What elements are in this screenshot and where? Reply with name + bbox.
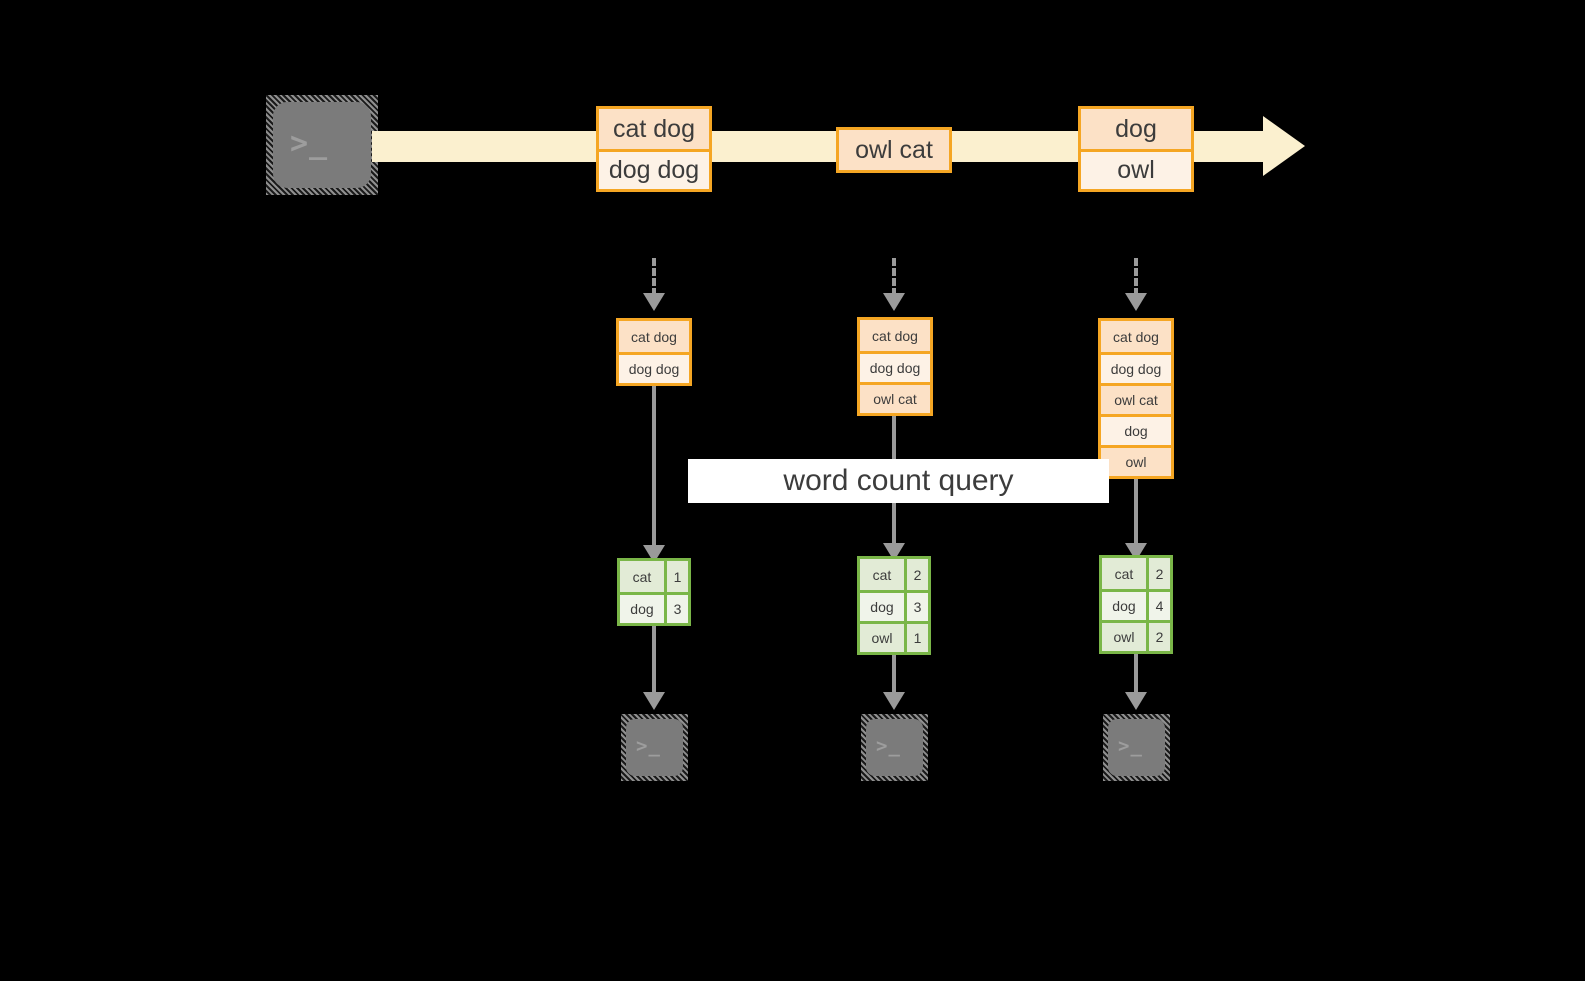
stream-arrow-head	[1263, 116, 1305, 176]
result-word: cat	[1102, 558, 1146, 589]
snapshot-1-query-connector	[652, 386, 656, 550]
snapshot-3-input-line: dog	[1101, 414, 1171, 445]
stream-event-line: owl cat	[839, 130, 949, 170]
snapshot-2-sink-connector	[892, 655, 896, 696]
result-count: 3	[903, 593, 928, 621]
result-count: 3	[663, 595, 688, 623]
snapshot-3-input-stack: cat dog dog dog owl cat dog owl	[1098, 318, 1174, 479]
result-word: cat	[860, 559, 904, 590]
snapshot-3-sink-connector	[1134, 654, 1138, 696]
snapshot-3-query-connector	[1134, 479, 1138, 548]
table-row: cat 2	[860, 559, 928, 590]
snapshot-1-stream-connector	[652, 258, 656, 296]
snapshot-2-sink-connector-head	[883, 692, 905, 710]
result-word: owl	[1102, 623, 1146, 651]
table-row: dog 3	[860, 590, 928, 621]
snapshot-1-sink-connector-head	[643, 692, 665, 710]
terminal-body	[626, 719, 683, 776]
result-word: owl	[860, 624, 904, 652]
stream-event-2: owl cat	[836, 127, 952, 173]
result-count: 4	[1145, 592, 1170, 620]
result-count: 2	[1145, 558, 1170, 589]
terminal-prompt-glyph: >_	[290, 126, 329, 161]
snapshot-3-result-table: cat 2 dog 4 owl 2	[1099, 555, 1173, 654]
snapshot-1-stream-connector-head	[643, 293, 665, 311]
result-count: 1	[663, 561, 688, 592]
result-count: 2	[1145, 623, 1170, 651]
snapshot-1-sink-terminal-icon: >_	[621, 714, 688, 781]
result-word: cat	[620, 561, 664, 592]
stream-event-line: owl	[1081, 149, 1191, 189]
table-row: owl 1	[860, 621, 928, 652]
snapshot-3-stream-connector	[1134, 258, 1138, 296]
result-count: 1	[903, 624, 928, 652]
stream-event-1: cat dog dog dog	[596, 106, 712, 192]
snapshot-2-result-table: cat 2 dog 3 owl 1	[857, 556, 931, 655]
source-terminal-icon: >_	[266, 95, 378, 195]
stream-event-line: dog dog	[599, 149, 709, 189]
stream-event-line: cat dog	[599, 109, 709, 149]
snapshot-1-input-line: cat dog	[619, 321, 689, 352]
stream-event-line: dog	[1081, 109, 1191, 149]
snapshot-2-stream-connector-head	[883, 293, 905, 311]
result-word: dog	[620, 595, 664, 623]
terminal-body	[866, 719, 923, 776]
snapshot-1-result-table: cat 1 dog 3	[617, 558, 691, 626]
snapshot-3-input-line: owl	[1101, 445, 1171, 476]
snapshot-3-input-line: owl cat	[1101, 383, 1171, 414]
stream-event-3: dog owl	[1078, 106, 1194, 192]
result-count: 2	[903, 559, 928, 590]
query-label: word count query	[688, 459, 1109, 503]
snapshot-2-input-line: cat dog	[860, 320, 930, 351]
snapshot-1-input-stack: cat dog dog dog	[616, 318, 692, 386]
snapshot-2-input-stack: cat dog dog dog owl cat	[857, 317, 933, 416]
result-word: dog	[860, 593, 904, 621]
snapshot-1-input-line: dog dog	[619, 352, 689, 383]
snapshot-3-stream-connector-head	[1125, 293, 1147, 311]
terminal-prompt-glyph: >_	[1118, 735, 1143, 757]
table-row: cat 1	[620, 561, 688, 592]
snapshot-3-input-line: cat dog	[1101, 321, 1171, 352]
snapshot-3-sink-connector-head	[1125, 692, 1147, 710]
table-row: dog 3	[620, 592, 688, 623]
snapshot-2-input-line: owl cat	[860, 382, 930, 413]
terminal-prompt-glyph: >_	[636, 735, 661, 757]
snapshot-1-sink-connector	[652, 626, 656, 696]
terminal-body	[1108, 719, 1165, 776]
result-word: dog	[1102, 592, 1146, 620]
snapshot-3-sink-terminal-icon: >_	[1103, 714, 1170, 781]
snapshot-2-input-line: dog dog	[860, 351, 930, 382]
table-row: dog 4	[1102, 589, 1170, 620]
table-row: cat 2	[1102, 558, 1170, 589]
snapshot-2-sink-terminal-icon: >_	[861, 714, 928, 781]
terminal-prompt-glyph: >_	[876, 735, 901, 757]
snapshot-2-stream-connector	[892, 258, 896, 296]
table-row: owl 2	[1102, 620, 1170, 651]
terminal-body	[273, 102, 371, 188]
snapshot-3-input-line: dog dog	[1101, 352, 1171, 383]
